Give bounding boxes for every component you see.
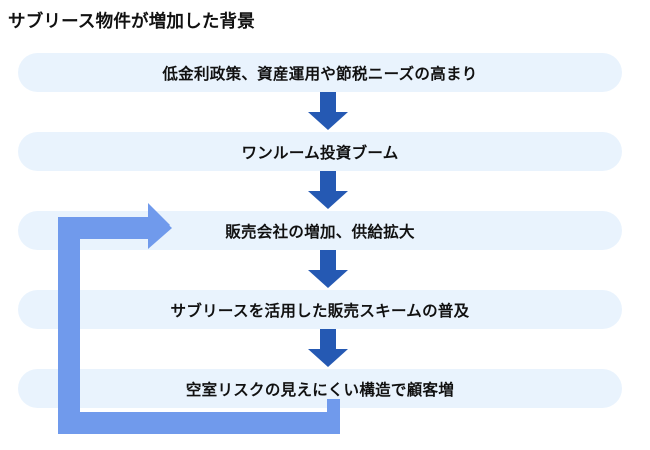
flow-step-3: 販売会社の増加、供給拡大	[18, 211, 622, 250]
flow-step-2-label: ワンルーム投資ブーム	[241, 143, 399, 162]
flow-step-5-label: 空室リスクの見えにくい構造で顧客増	[185, 380, 455, 399]
flow-step-1: 低金利政策、資産運用や節税ニーズの高まり	[18, 53, 622, 92]
down-arrow-icon-1	[307, 92, 349, 131]
down-arrow-icon-3	[307, 250, 349, 289]
flow-step-1-label: 低金利政策、資産運用や節税ニーズの高まり	[162, 64, 478, 83]
down-arrow-icon-4	[307, 329, 349, 368]
flow-step-5: 空室リスクの見えにくい構造で顧客増	[18, 369, 622, 408]
down-arrow-icon-2	[307, 171, 349, 210]
flow-step-4: サブリースを活用した販売スキームの普及	[18, 290, 622, 329]
page-title: サブリース物件が増加した背景	[8, 12, 255, 32]
flow-step-4-label: サブリースを活用した販売スキームの普及	[170, 301, 470, 320]
flow-step-3-label: 販売会社の増加、供給拡大	[225, 222, 415, 241]
flow-step-2: ワンルーム投資ブーム	[18, 132, 622, 171]
